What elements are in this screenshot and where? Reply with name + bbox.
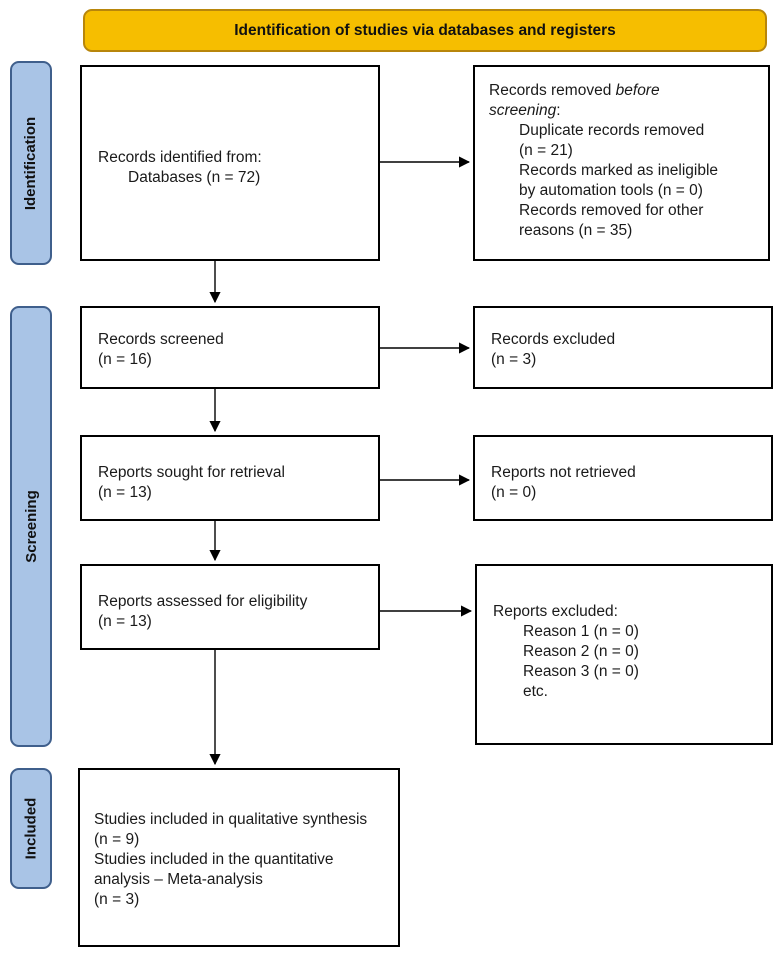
records-removed-item: Duplicate records removed (519, 122, 705, 139)
reports-sought-box: Reports sought for retrieval (n = 13) (80, 435, 380, 521)
reports-not-retrieved-line2: (n = 0) (491, 484, 537, 501)
reports-excluded-line1: Reports excluded: (493, 603, 618, 620)
records-excluded-box: Records excluded (n = 3) (473, 306, 773, 389)
records-removed-intro-plain: Records removed (489, 82, 616, 99)
records-screened-line1: Records screened (98, 331, 224, 348)
records-screened-box: Records screened (n = 16) (80, 306, 380, 389)
reports-assessed-box: Reports assessed for eligibility (n = 13… (80, 564, 380, 650)
studies-included-line: analysis – Meta-analysis (94, 871, 263, 888)
records-screened-line2: (n = 16) (98, 351, 152, 368)
records-removed-intro: Records removed before (489, 81, 768, 101)
header-title: Identification of studies via databases … (234, 21, 616, 39)
records-identified-line2: Databases (n = 72) (128, 169, 261, 186)
records-identified-box: Records identified from: Databases (n = … (80, 65, 380, 261)
reports-not-retrieved-line1: Reports not retrieved (491, 464, 636, 481)
records-removed-colon: : (556, 102, 561, 119)
reports-sought-line1: Reports sought for retrieval (98, 464, 285, 481)
records-identified-line1: Records identified from: (98, 149, 262, 166)
records-removed-box: Records removed before screening: Duplic… (473, 65, 770, 261)
records-removed-item: by automation tools (n = 0) (519, 182, 703, 199)
studies-included-line: Studies included in the quantitative (94, 851, 334, 868)
reports-excluded-item: Reason 3 (n = 0) (523, 663, 639, 680)
studies-included-line: (n = 3) (94, 891, 140, 908)
reports-excluded-item: etc. (523, 683, 548, 700)
records-removed-item: reasons (n = 35) (519, 222, 633, 239)
header-banner: Identification of studies via databases … (83, 9, 767, 52)
reports-excluded-item: Reason 2 (n = 0) (523, 643, 639, 660)
phase-screening: Screening (10, 306, 52, 747)
records-removed-item: Records marked as ineligible (519, 162, 719, 179)
records-removed-intro-italic1: before (615, 82, 660, 99)
reports-sought-line2: (n = 13) (98, 484, 152, 501)
studies-included-box: Studies included in qualitative synthesi… (78, 768, 400, 947)
reports-excluded-box: Reports excluded: Reason 1 (n = 0) Reaso… (475, 564, 773, 745)
records-removed-intro-line2: screening: (489, 101, 768, 121)
phase-identification: Identification (10, 61, 52, 265)
records-excluded-line1: Records excluded (491, 331, 616, 348)
records-removed-item: Records removed for other (519, 202, 704, 219)
reports-excluded-item: Reason 1 (n = 0) (523, 623, 639, 640)
records-removed-intro-italic2: screening (489, 102, 557, 119)
studies-included-line: (n = 9) (94, 831, 140, 848)
studies-included-line: Studies included in qualitative synthesi… (94, 811, 368, 828)
records-removed-item: (n = 21) (519, 142, 573, 159)
reports-not-retrieved-box: Reports not retrieved (n = 0) (473, 435, 773, 521)
reports-assessed-line1: Reports assessed for eligibility (98, 593, 308, 610)
phase-included: Included (10, 768, 52, 889)
records-excluded-line2: (n = 3) (491, 351, 537, 368)
reports-assessed-line2: (n = 13) (98, 613, 152, 630)
